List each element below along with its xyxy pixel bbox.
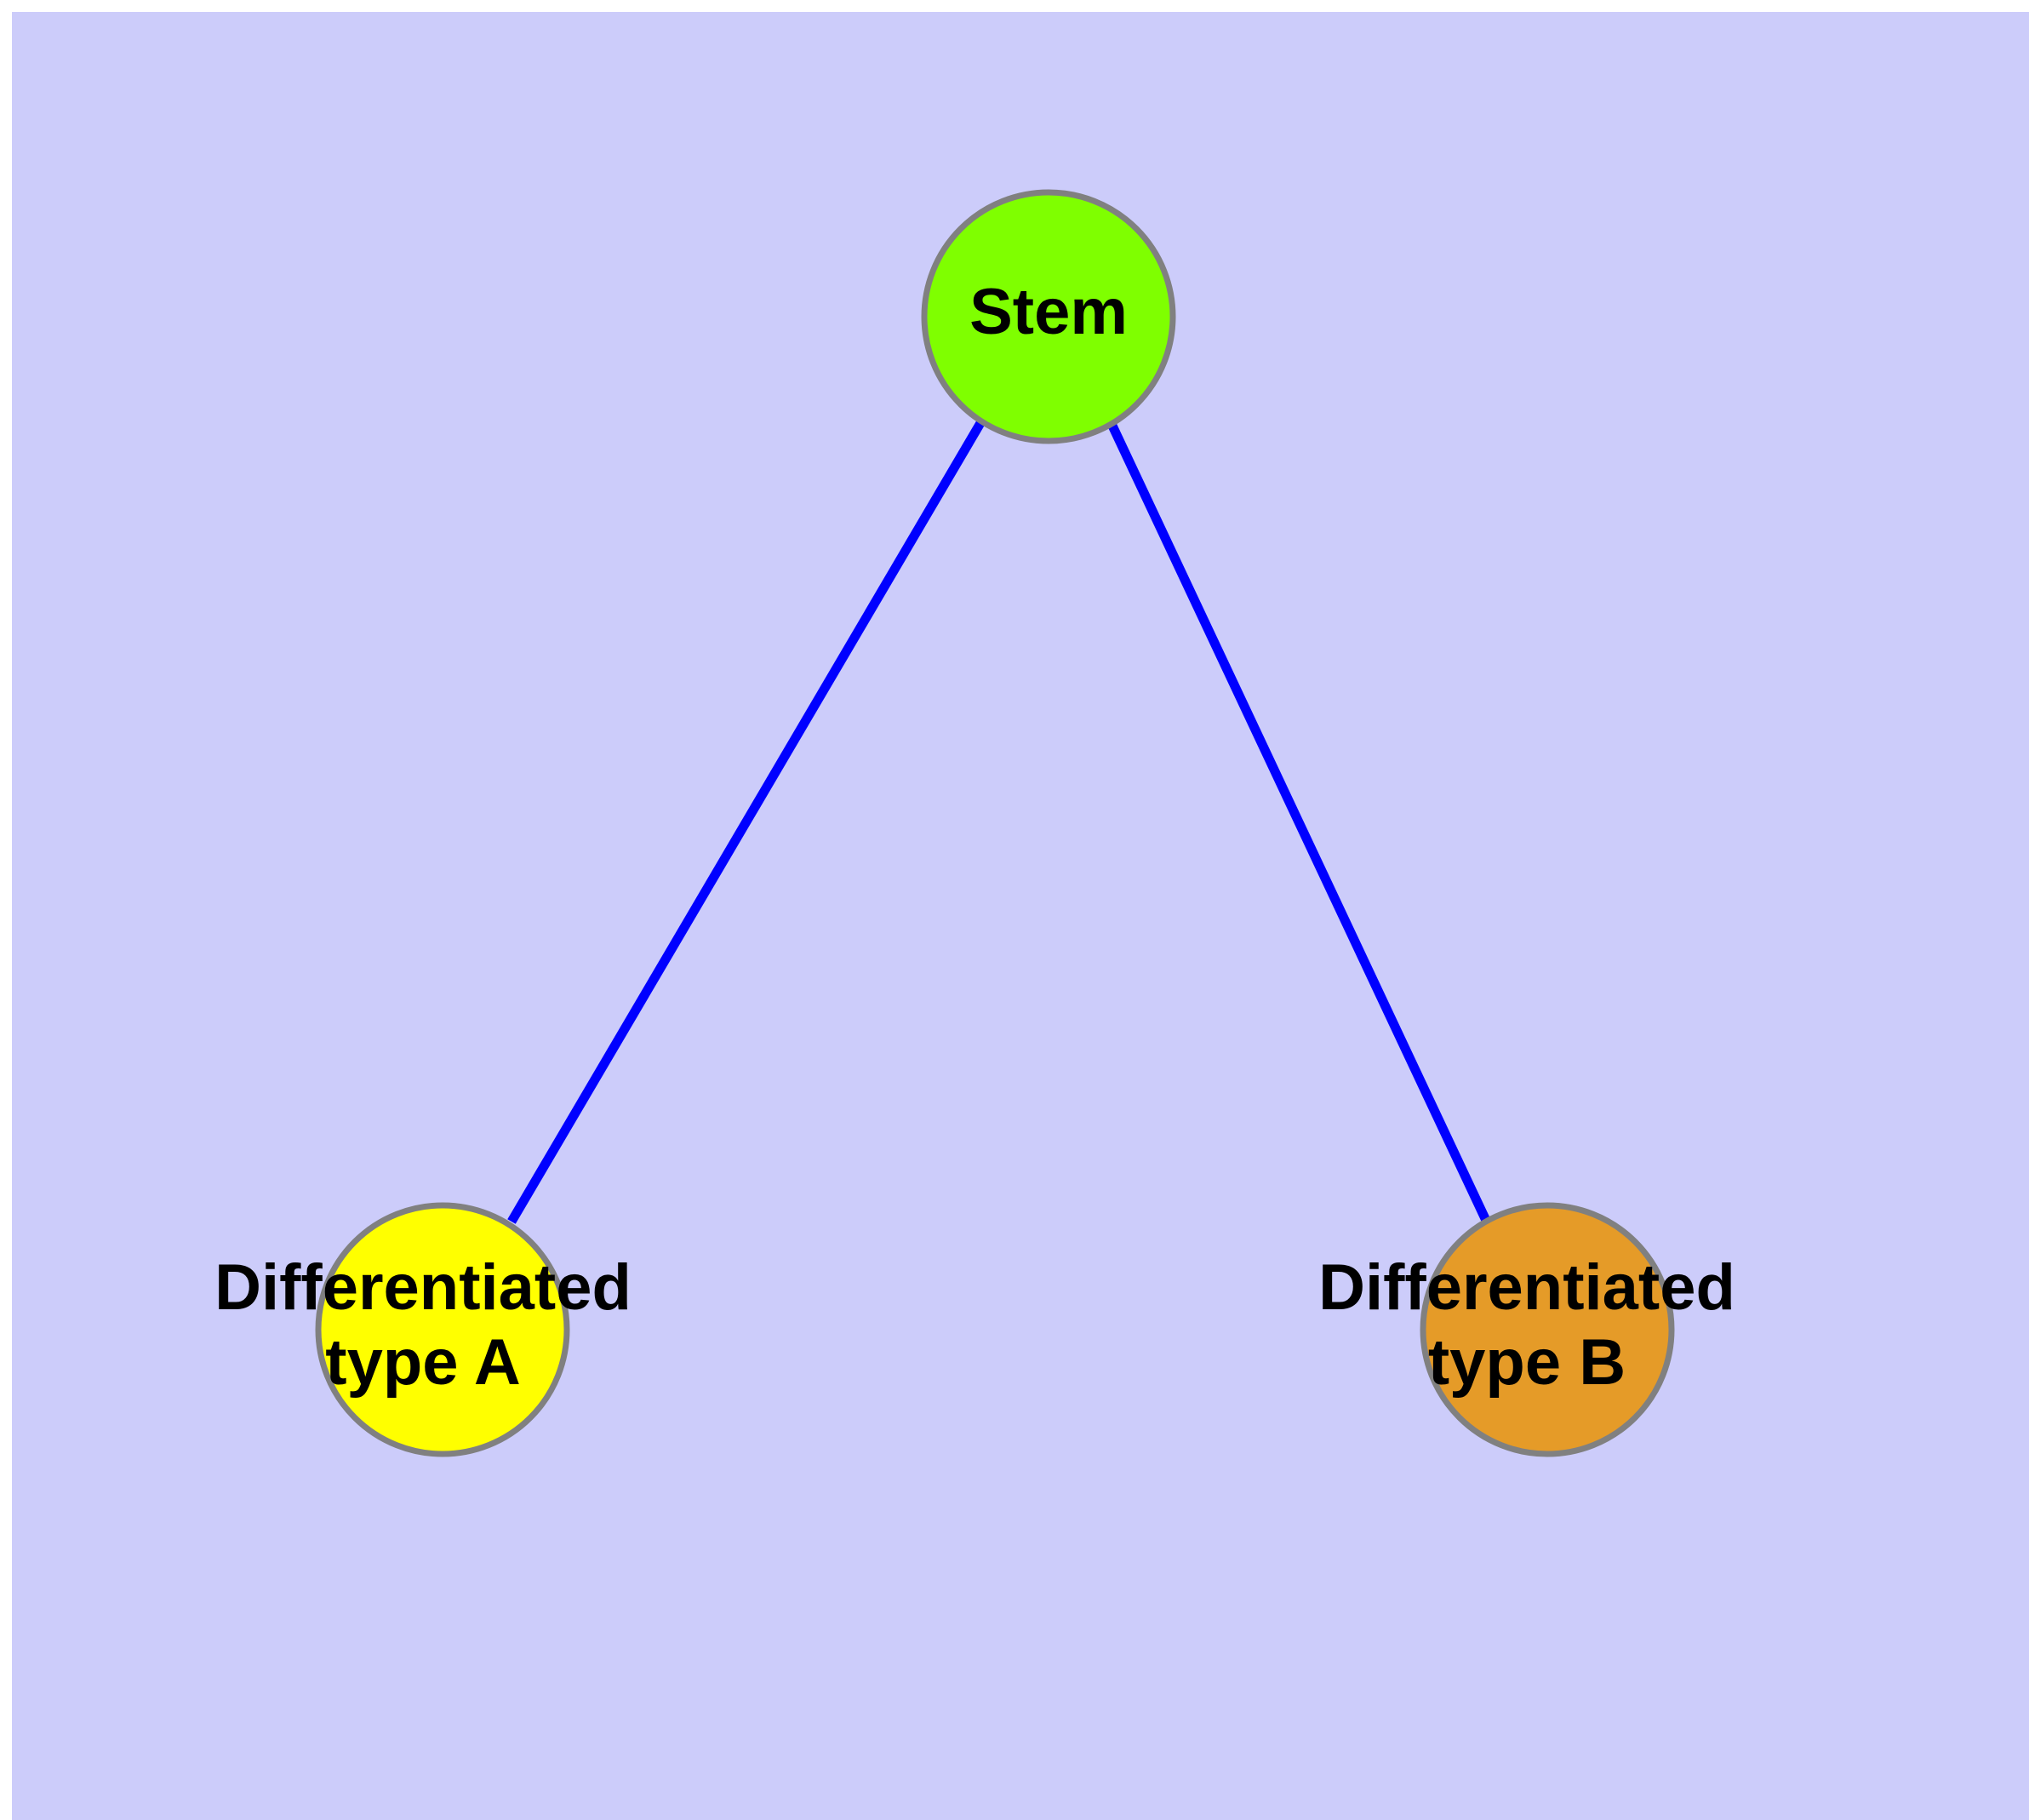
edge-stem-to-diff-b[interactable]: [1108, 423, 1493, 1228]
node-stem[interactable]: [921, 189, 1176, 444]
node-label-line: type B: [1428, 1326, 1626, 1399]
node-label-stem: Stem: [969, 276, 1128, 348]
edges-layer: [507, 421, 1493, 1228]
nodes-layer: [315, 189, 1675, 1457]
node-diff_a[interactable]: [315, 1202, 570, 1457]
node-label-line: type A: [325, 1326, 520, 1399]
node-diff_b[interactable]: [1420, 1202, 1675, 1457]
node-label-line: Stem: [969, 276, 1128, 348]
edge-stem-to-diff-a[interactable]: [507, 421, 985, 1224]
node-label-line: Differentiated: [214, 1251, 632, 1324]
node-label-line: Differentiated: [1318, 1251, 1735, 1324]
